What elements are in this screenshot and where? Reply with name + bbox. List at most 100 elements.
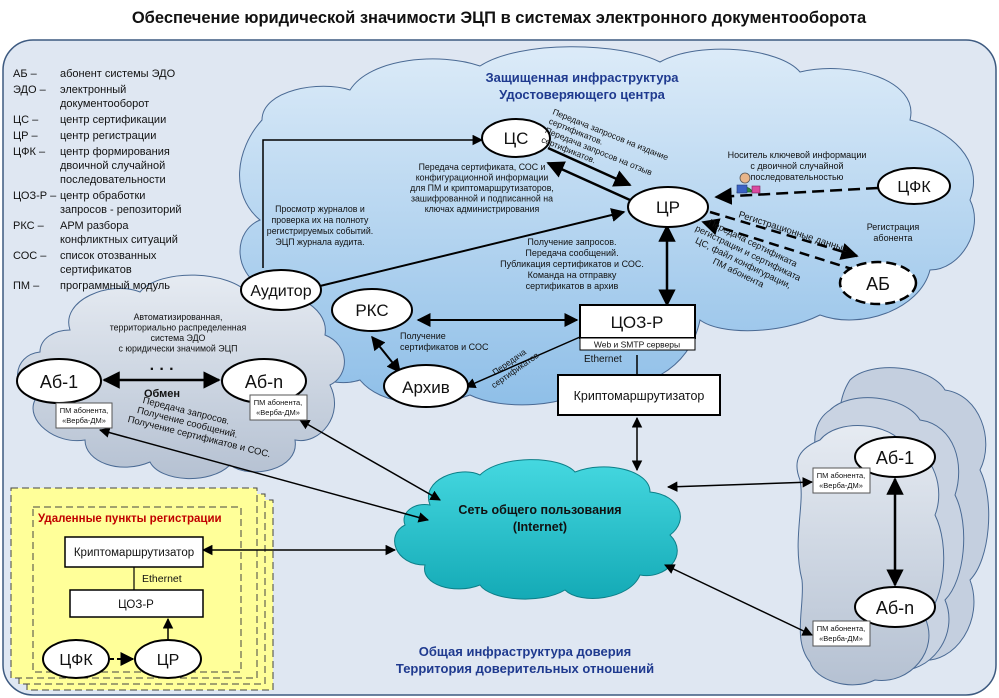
- label-key-media-line: Носитель ключевой информации: [728, 150, 867, 160]
- remote-crypto: [64, 536, 204, 568]
- diagram-title: Обеспечение юридической значимости ЭЦП в…: [132, 9, 867, 27]
- node-coz-sub-label: Web и SMTP серверы: [594, 340, 680, 350]
- remote-cfk: [42, 639, 110, 679]
- legend-desc: электронный: [60, 84, 126, 96]
- node-cs: [481, 118, 551, 158]
- uc-title-line1: Защищенная инфраструктура: [485, 70, 679, 85]
- internet-cloud: [394, 459, 681, 600]
- label-coz-ops: Получение запросов.Передача сообщений.Пу…: [500, 237, 644, 291]
- node-ab-label: АБ: [866, 274, 890, 294]
- label-reg-ab-line: Регистрация: [867, 222, 920, 232]
- legend-desc: документооборот: [60, 98, 149, 110]
- edo-title: Автоматизированная,территориально распре…: [110, 312, 247, 354]
- arrow-cs-to-cr: [547, 146, 632, 187]
- remote-coz-label: ЦОЗ-Р: [118, 599, 154, 611]
- label-cert-transfer: Передача сертификата, СОС иконфигурацион…: [410, 162, 554, 214]
- label-coz-ops-line: Публикация сертификатов и СОС.: [500, 259, 644, 269]
- label-audit-line: Просмотр журналов и: [275, 204, 365, 214]
- legend-desc: конфликтных ситуаций: [60, 234, 178, 246]
- label-audit-line: ЭЦП журнала аудита.: [275, 237, 364, 247]
- right-pm-box-2: [812, 620, 871, 647]
- arrow-cr-to-cs: [546, 161, 631, 202]
- exchange-dots: · · ·: [150, 361, 175, 378]
- label-audit-line: регистрируемых событий.: [267, 226, 373, 236]
- label-cert-transfer-line: для ПМ и криптомаршрутизаторов,: [410, 183, 554, 193]
- internet-line2: (Internet): [513, 520, 567, 534]
- arrow-cfk-to-cr: [714, 186, 879, 205]
- arrow-auditor-cr: [319, 208, 626, 287]
- remote-ethernet-label: Ethernet: [142, 573, 182, 585]
- node-rks-label: РКС: [355, 301, 388, 320]
- node-cs-label: ЦС: [504, 129, 529, 148]
- edo-title-line: система ЭДО: [151, 333, 206, 343]
- legend-desc: АРМ разбора: [60, 220, 129, 232]
- legend-desc: запросов - репозиторий: [60, 204, 182, 216]
- label-cert-transfer-line: ключах администрирования: [425, 204, 540, 214]
- label-cert-transfer-line: зашифрованной и подписанной на: [411, 194, 553, 204]
- left-pm-2-line1: ПМ абонента,: [254, 398, 302, 407]
- left-pm-1-line2: «Верба-ДМ»: [62, 416, 106, 425]
- legend-abbr: ЭДО –: [13, 84, 47, 96]
- trust-line2: Территория доверительных отношений: [396, 661, 654, 676]
- legend-desc: последовательности: [60, 174, 166, 186]
- arrow-internet-right-abn: [664, 564, 813, 636]
- legend-abbr: АБ –: [13, 68, 38, 80]
- label-cert-transfer-line: конфигурационной информации: [416, 173, 549, 183]
- label-rks-get-line: Получение: [400, 331, 446, 341]
- label-key-media-line: последовательностью: [751, 172, 844, 182]
- node-rks: [331, 288, 413, 332]
- left-pm-box-1: [55, 402, 113, 429]
- label-coz-ops-line: Команда на отправку: [528, 270, 617, 280]
- label-rks-get-line: сертификатов и СОС: [400, 342, 489, 352]
- arrow-abn-internet: [299, 419, 441, 501]
- trust-line1: Общая инфраструктура доверия: [419, 644, 631, 659]
- legend-desc: центр регистрации: [60, 130, 156, 142]
- legend-abbr: ПМ –: [13, 280, 40, 292]
- right-pm-2-line2: «Верба-ДМ»: [819, 634, 863, 643]
- node-crypto: [557, 374, 721, 416]
- legend-desc: двоичной случайной: [60, 160, 165, 172]
- arrow-rks-archive: [371, 335, 401, 374]
- uc-title-line2: Удостоверяющего центра: [499, 87, 666, 102]
- legend-abbr: РКС –: [13, 220, 45, 232]
- legend-desc: список отозванных: [60, 250, 157, 262]
- node-auditor-label: Аудитор: [250, 283, 311, 300]
- right-pm-1-line1: ПМ абонента,: [817, 471, 865, 480]
- node-left-ab1-label: Аб-1: [40, 372, 78, 392]
- arrow-coz-archive: [465, 336, 581, 389]
- node-cr: [627, 186, 709, 228]
- exchange-label: Обмен: [144, 388, 180, 400]
- legend-abbr: ЦФК –: [13, 146, 46, 158]
- node-archive: [383, 364, 469, 408]
- right-pm-2-line1: ПМ абонента,: [817, 624, 865, 633]
- label-coz-ops-line: сертификатов в архив: [526, 281, 619, 291]
- label-key-media-line: с двоичной случайной: [750, 161, 843, 171]
- remote-title: Удаленные пункты регистрации: [38, 513, 222, 525]
- node-cfk-label: ЦФК: [897, 179, 931, 196]
- label-cert-transfer-line: Передача сертификата, СОС и: [419, 162, 546, 172]
- arrow-internet-right-ab1: [666, 477, 814, 492]
- legend-desc: центр обработки: [60, 190, 145, 202]
- node-archive-label: Архив: [402, 378, 450, 397]
- edo-title-line: с юридически значимой ЭЦП: [119, 344, 238, 354]
- node-right-ab1: [854, 436, 936, 478]
- left-pm-1-line1: ПМ абонента,: [60, 406, 108, 415]
- edo-title-line: территориально распределенная: [110, 323, 247, 333]
- node-crypto-label: Криптомаршрутизатор: [574, 389, 705, 403]
- node-ab: [838, 260, 918, 306]
- left-pm-box-2: [249, 394, 308, 421]
- label-coz-ops-line: Передача сообщений.: [525, 248, 618, 258]
- arrow-ab-reg-data: [709, 210, 859, 260]
- label-audit-line: проверка их на полноту: [272, 215, 370, 225]
- node-cfk: [877, 167, 951, 205]
- key-media-icon: [736, 172, 761, 194]
- legend-desc: сертификатов: [60, 264, 132, 276]
- left-pm-2-line2: «Верба-ДМ»: [256, 408, 300, 417]
- legend-desc: центр формирования: [60, 146, 170, 158]
- label-coz-ops-line: Получение запросов.: [527, 237, 616, 247]
